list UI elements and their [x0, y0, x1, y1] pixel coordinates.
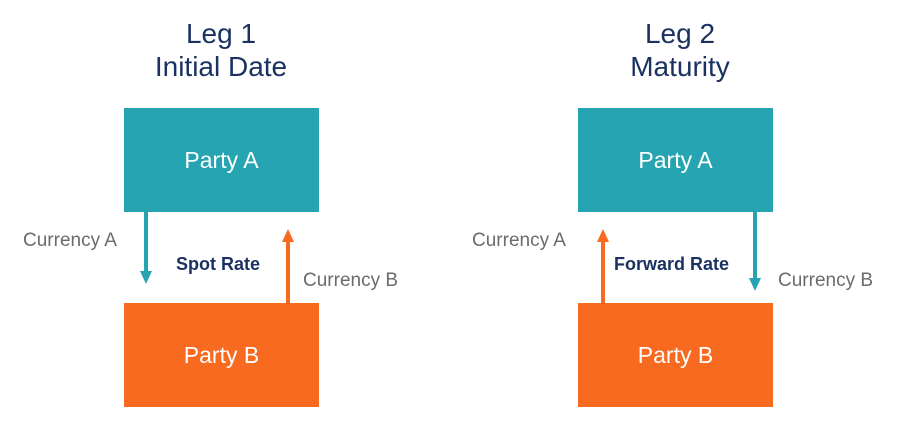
leg1-currency-b-arrow: [282, 229, 294, 303]
leg1-spot-rate-label: Spot Rate: [176, 254, 261, 274]
leg2-title-line2: Maturity: [630, 51, 730, 82]
leg1-party-a-label: Party A: [184, 146, 259, 173]
leg2-party-a-box: Party A: [578, 108, 773, 212]
leg1-party-b-label: Party B: [183, 341, 260, 368]
leg2-party-b-box: Party B: [578, 303, 773, 407]
leg2-currency-b-label: Currency B: [778, 270, 874, 291]
leg1-party-b-box: Party B: [124, 303, 319, 407]
leg2-title-line1: Leg 2: [644, 18, 716, 49]
leg1-party-a-box: Party A: [124, 108, 319, 212]
leg2-currency-a-arrow: [597, 229, 609, 303]
leg2-party-b-label: Party B: [637, 341, 714, 368]
leg1-title-line1: Leg 1: [185, 18, 257, 49]
leg1-title-line2: Initial Date: [154, 51, 288, 82]
leg2-forward-rate-label: Forward Rate: [614, 254, 730, 274]
leg2-party-a-label: Party A: [638, 146, 713, 173]
leg2-title: Leg 2 Maturity: [560, 17, 800, 83]
leg1-currency-a-label: Currency A: [23, 230, 117, 251]
leg1-currency-a-arrow: [140, 212, 152, 284]
leg1-title: Leg 1 Initial Date: [101, 17, 341, 83]
leg1-currency-b-label: Currency B: [303, 270, 399, 291]
leg2-currency-a-label: Currency A: [472, 230, 566, 251]
leg2-currency-b-arrow: [749, 212, 761, 291]
